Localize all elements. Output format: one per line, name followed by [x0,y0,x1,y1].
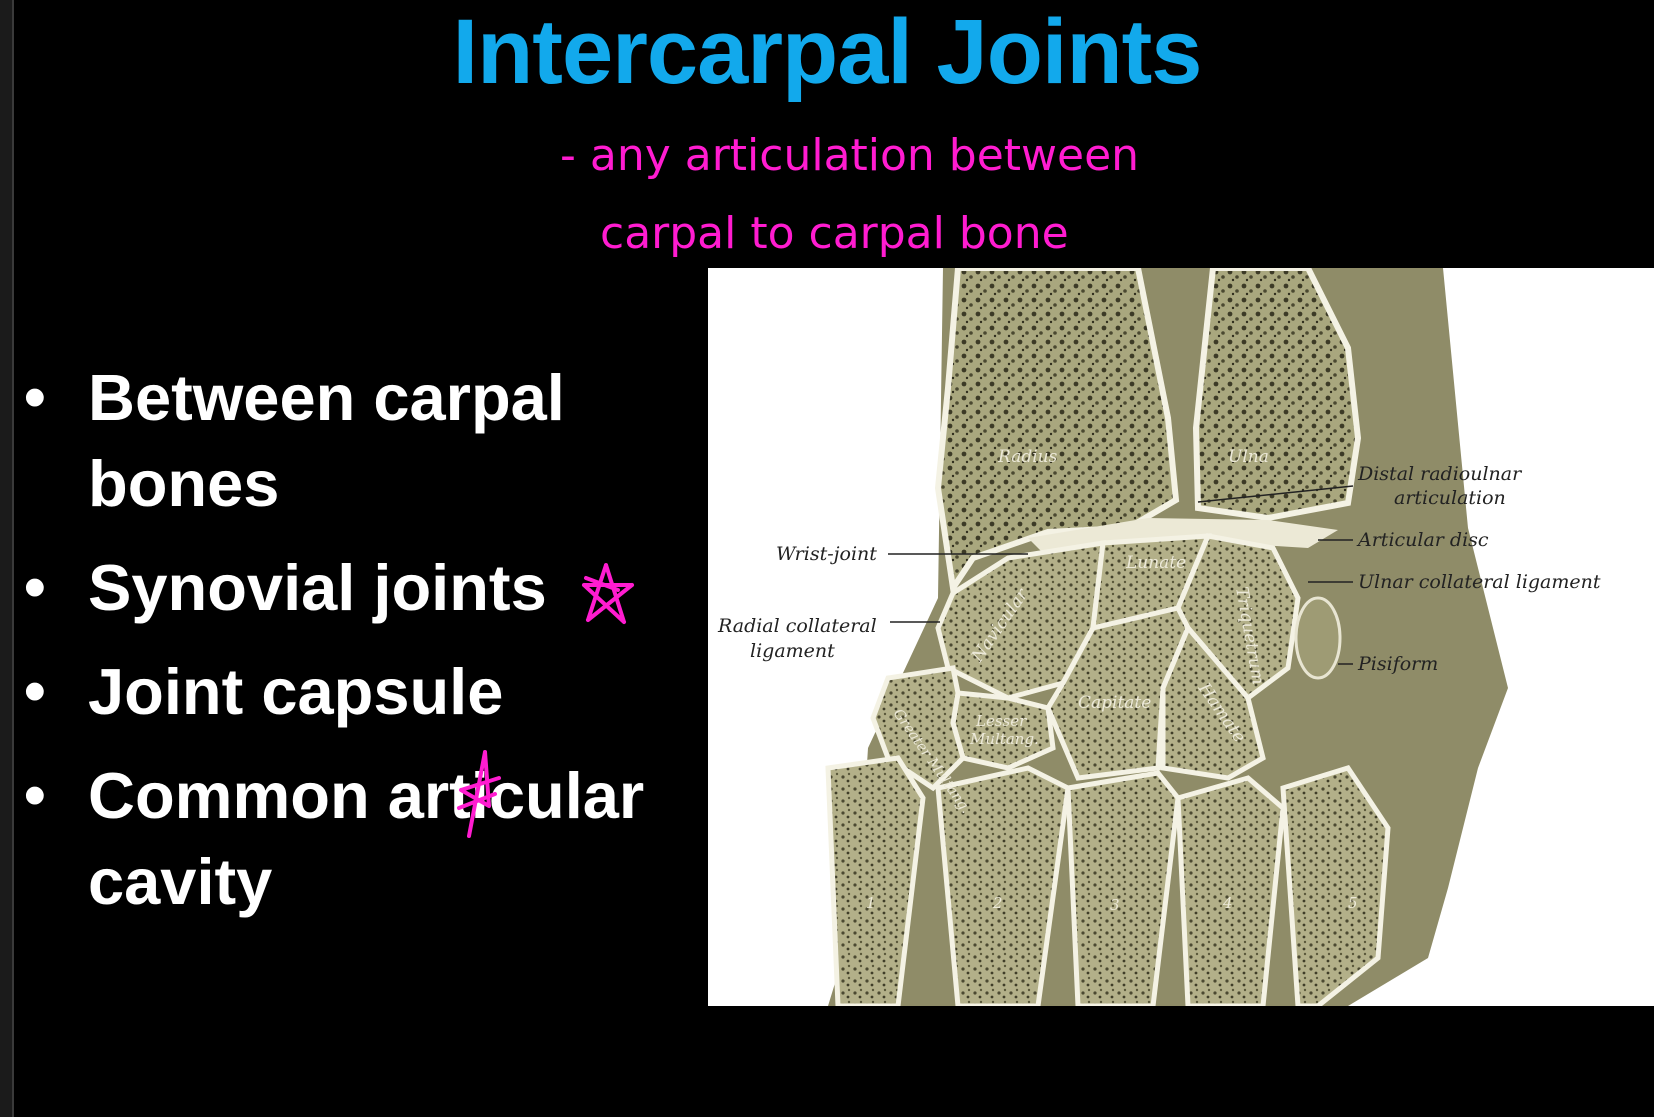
callout-radial-collateral-2: ligament [750,640,835,662]
wrist-anatomy-drawing: Radius Ulna Lunate Navicular Triquetrum … [717,268,1601,1006]
hamate-bone [1160,623,1266,781]
wrist-anatomy-figure: Radius Ulna Lunate Navicular Triquetrum … [708,268,1654,1006]
label-lesser-multangular-1: Lesser [975,712,1027,730]
metacarpal-5 [1280,765,1391,1006]
ulna-bone [1192,268,1362,522]
bullet-list: Between carpal bones Synovial joints Joi… [20,355,660,943]
handwritten-line-2: carpal to carpal bone [600,208,1069,259]
slide-left-edge [0,0,14,1117]
bullet-item: Between carpal bones [20,355,660,527]
label-metacarpal-5: 5 [1348,894,1358,912]
handwritten-line-1: - any articulation between [560,130,1139,181]
handwritten-star-icon [582,563,634,624]
label-metacarpal-3: 3 [1110,896,1120,914]
metacarpal-3 [1065,770,1181,1006]
handwritten-star-icon [457,750,501,838]
label-lesser-multangular-2: Multang. [969,730,1039,748]
label-metacarpal-2: 2 [992,894,1003,912]
callout-articular-disc: Articular disc [1356,529,1489,551]
label-radius: Radius [997,447,1058,467]
metacarpal-4 [1175,775,1286,1006]
capitate-bone [1045,605,1191,781]
handwritten-annotation: - any articulation between carpal to car… [560,130,1139,259]
callout-ulnar-collateral: Ulnar collateral ligament [1358,571,1601,593]
label-ulna: Ulna [1228,447,1269,467]
pisiform-bone [1294,596,1342,680]
callout-distal-radioulnar-1: Distal radioulnar [1357,463,1523,485]
metacarpal-1 [825,755,926,1006]
callout-lines [888,485,1354,665]
callout-radial-collateral-1: Radial collateral [717,615,877,637]
bullet-item: Synovial joints [20,545,660,631]
callout-wrist-joint: Wrist-joint [776,543,877,565]
bullet-item: Joint capsule [20,649,660,735]
radius-bone [934,268,1180,597]
bullet-item: Common articular cavity [20,753,660,925]
callout-pisiform: Pisiform [1357,653,1438,675]
label-metacarpal-1: 1 [866,894,876,912]
metacarpal-2 [935,765,1071,1006]
callout-distal-radioulnar-2: articulation [1394,487,1506,509]
label-metacarpal-4: 4 [1222,894,1233,912]
label-lunate: Lunate [1125,553,1186,573]
label-capitate: Capitate [1078,693,1151,713]
slide-title: Intercarpal Joints [452,1,1203,103]
